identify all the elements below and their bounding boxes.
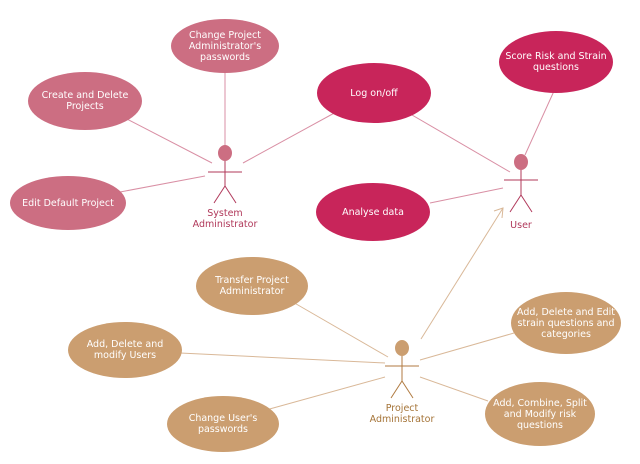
actor-head [218, 145, 232, 161]
usecase-create-delete-projects[interactable] [28, 72, 142, 130]
assoc-pa-transfer [290, 300, 389, 358]
generalization-arrowhead [493, 207, 504, 219]
assoc-sysadmin-edit-default-project [119, 175, 206, 193]
assoc-pa-add-delete-users [179, 352, 386, 364]
actor-head [514, 154, 528, 170]
actor-system-administrator[interactable] [208, 145, 242, 204]
assoc-user-log-on-off [399, 107, 511, 173]
assoc-sysadmin-create-delete-projects [124, 117, 213, 164]
usecase-log-on-off[interactable] [317, 63, 431, 123]
generalization-pa-user [420, 207, 504, 340]
usecase-change-pa-passwords[interactable] [171, 19, 279, 73]
assoc-sysadmin-log-on-off [242, 110, 339, 164]
actor-head [395, 340, 409, 356]
usecase-transfer-pa[interactable] [196, 257, 308, 315]
actor-user[interactable] [504, 154, 538, 213]
assoc-pa-change-user-passwords [265, 376, 386, 411]
usecase-add-combine-split[interactable] [485, 382, 595, 446]
usecase-score-risk[interactable] [499, 31, 613, 93]
usecase-change-user-passwords[interactable] [167, 396, 279, 452]
assoc-user-analyse-data [429, 187, 504, 204]
assoc-pa-add-combine-split [419, 376, 489, 402]
assoc-pa-add-delete-edit-strain [419, 332, 515, 361]
usecase-add-delete-edit-strain[interactable] [511, 292, 621, 354]
usecase-edit-default-project[interactable] [10, 176, 126, 230]
usecase-analyse-data[interactable] [316, 183, 430, 241]
usecase-add-delete-users[interactable] [68, 322, 182, 378]
actor-project-administrator[interactable] [385, 340, 419, 399]
assoc-user-score-risk [524, 90, 555, 156]
